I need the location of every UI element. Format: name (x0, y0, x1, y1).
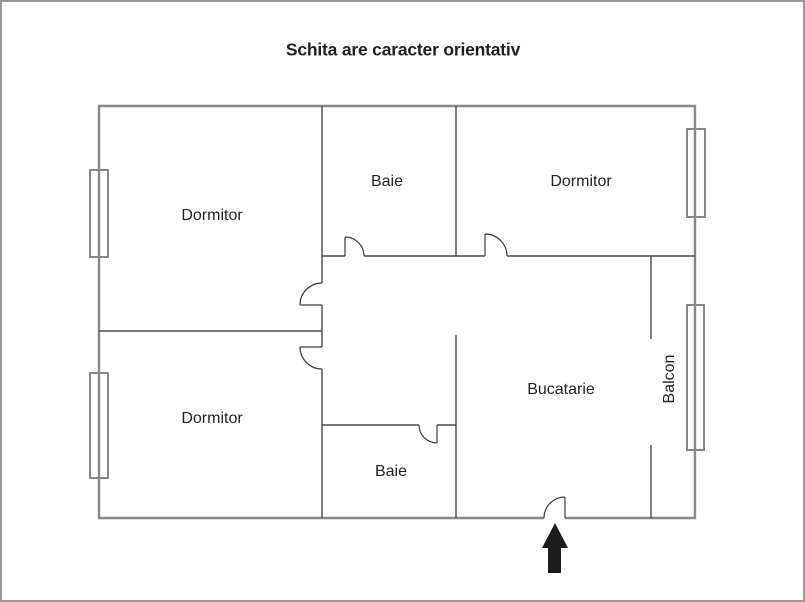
room-label-baie-bottom: Baie (374, 463, 408, 480)
door-arc-dormitor-top-right (484, 233, 508, 257)
room-label-dormitor-top-left: Dormitor (181, 207, 243, 224)
door-arc-dormitor-top-left (299, 282, 323, 306)
door-leaf-stubs (300, 234, 566, 518)
window-dormitor-top-right (686, 128, 706, 218)
window-balcon (686, 304, 705, 451)
door-arc-baie-bottom (418, 424, 438, 444)
interior-walls (99, 106, 695, 518)
room-label-balcon: Balcon (661, 354, 678, 404)
window-dormitor-top-left (89, 169, 109, 258)
room-label-dormitor-bottom-left: Dormitor (181, 410, 243, 427)
door-arc-baie-top (344, 236, 365, 257)
room-label-baie-top: Baie (370, 173, 404, 190)
window-dormitor-bottom-left (89, 372, 109, 479)
room-label-bucatarie: Bucatarie (527, 381, 595, 398)
door-arc-entrance (543, 496, 566, 519)
outer-walls (97, 104, 697, 520)
page-title: Schita are caracter orientativ (285, 39, 521, 60)
room-label-dormitor-top-right: Dormitor (550, 173, 612, 190)
door-arc-dormitor-bottom-left (299, 346, 323, 370)
entrance-arrow-icon (542, 523, 568, 573)
